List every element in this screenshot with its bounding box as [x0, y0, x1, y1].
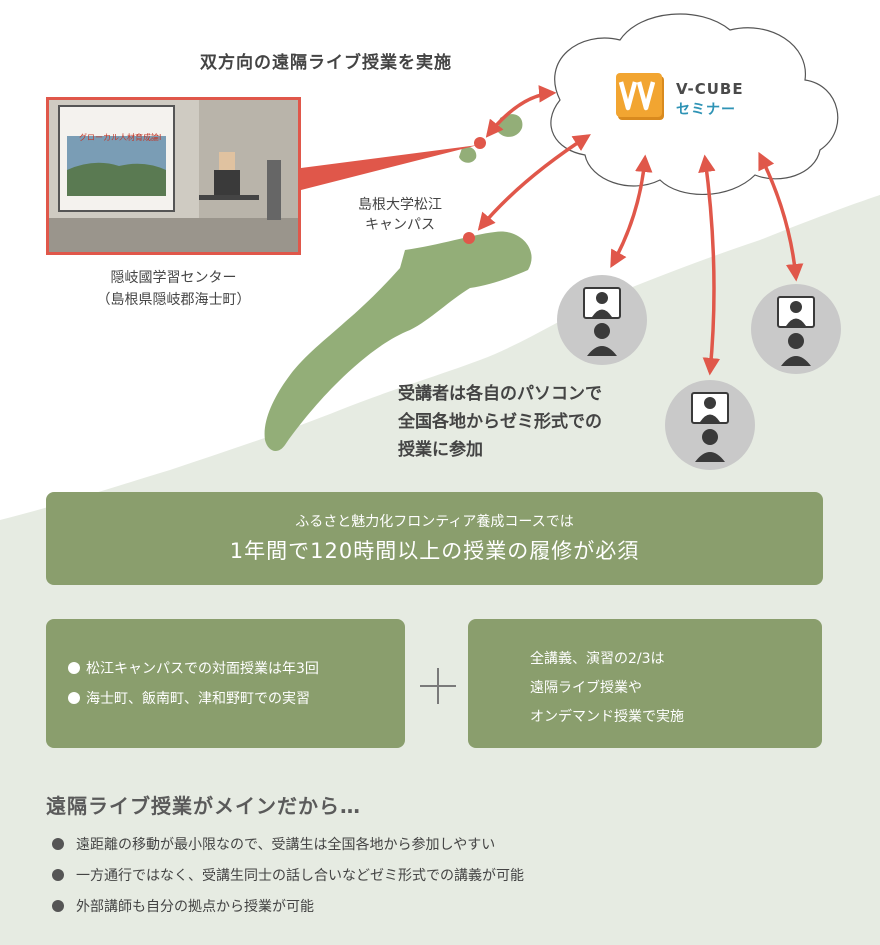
learners-line-2: 全国各地からゼミ形式での — [398, 412, 602, 432]
list-item: 外部講師も自分の拠点から授業が可能 — [52, 890, 852, 921]
bullet-icon — [68, 692, 80, 704]
arrow-learner-2 — [698, 154, 721, 376]
bullet-icon — [52, 868, 64, 881]
classroom-caption-line-1: 隠岐國学習センター — [110, 270, 237, 286]
classroom-caption-line-2: （島根県隠岐郡海士町） — [96, 292, 251, 308]
reason-1: 遠距離の移動が最小限なので、受講生は全国各地から参加しやすい — [76, 836, 496, 853]
service-subtitle: セミナー — [676, 102, 736, 118]
cloud-shape — [550, 13, 839, 196]
reason-3: 外部講師も自分の拠点から授業が可能 — [76, 898, 314, 915]
photo-slide-title: グローカル人材育成論Ⅰ — [79, 133, 162, 142]
bullet-icon — [68, 662, 80, 674]
arrow-matsue-cloud — [477, 134, 591, 231]
photo-connector — [301, 145, 478, 190]
face-to-face-item-2: 海士町、飯南町、津和野町での実習 — [86, 691, 310, 707]
learner-avatar-3 — [751, 284, 841, 374]
reasons-title: 遠隔ライブ授業がメインだから… — [46, 794, 361, 818]
service-name: V-CUBE — [676, 80, 744, 98]
diagram-heading: 双方向の遠隔ライブ授業を実施 — [200, 53, 452, 73]
remote-line-2: 遠隔ライブ授業や — [530, 680, 642, 696]
requirement-banner: ふるさと魅力化フロンティア養成コースでは 1年間で120時間以上の授業の履修が必… — [46, 492, 823, 585]
oki-islands — [459, 114, 523, 163]
matsue-location-dot — [463, 232, 475, 244]
campus-label-line-1: 島根大学松江 — [358, 197, 442, 213]
oki-location-dot — [474, 137, 486, 149]
banner-title: 1年間で120時間以上の授業の履修が必須 — [229, 539, 640, 563]
reason-2: 一方通行ではなく、受講生同士の話し合いなどゼミ形式での講義が可能 — [76, 867, 524, 884]
banner-subtitle: ふるさと魅力化フロンティア養成コースでは — [295, 514, 574, 530]
classroom-photo: グローカル人材育成論Ⅰ — [46, 97, 301, 255]
bullet-icon — [52, 899, 64, 912]
arrow-learner-1 — [610, 154, 653, 269]
list-item: 遠距離の移動が最小限なので、受講生は全国各地から参加しやすい — [52, 828, 852, 859]
bullet-icon — [52, 837, 64, 850]
remote-line-1: 全講義、演習の2/3は — [530, 651, 665, 667]
arrow-oki-cloud — [485, 85, 557, 138]
reasons-list: 遠距離の移動が最小限なので、受講生は全国各地から参加しやすい 一方通行ではなく、… — [52, 828, 852, 921]
campus-label: 島根大学松江 キャンパス — [340, 195, 460, 235]
list-item: 一方通行ではなく、受講生同士の話し合いなどゼミ形式での講義が可能 — [52, 859, 852, 890]
learner-avatar-2 — [665, 380, 755, 470]
list-item: 松江キャンパスでの対面授業は年3回 — [68, 653, 405, 683]
learner-avatar-1 — [557, 275, 647, 365]
vcube-logo-icon — [616, 73, 664, 120]
shimane-map — [264, 231, 532, 452]
learners-line-1: 受講者は各自のパソコンで — [398, 384, 602, 404]
arrow-learner-3 — [758, 151, 804, 282]
classroom-caption: 隠岐國学習センター （島根県隠岐郡海士町） — [66, 267, 281, 311]
face-to-face-box: 松江キャンパスでの対面授業は年3回 海士町、飯南町、津和野町での実習 — [46, 619, 405, 748]
learners-description: 受講者は各自のパソコンで 全国各地からゼミ形式での 授業に参加 — [398, 380, 602, 464]
remote-line-3: オンデマンド授業で実施 — [530, 709, 684, 725]
list-item: 海士町、飯南町、津和野町での実習 — [68, 683, 405, 713]
face-to-face-item-1: 松江キャンパスでの対面授業は年3回 — [86, 661, 319, 677]
learners-line-3: 授業に参加 — [398, 440, 483, 460]
remote-learning-box: 全講義、演習の2/3は 遠隔ライブ授業や オンデマンド授業で実施 — [468, 619, 822, 748]
plus-icon — [420, 668, 456, 704]
campus-label-line-2: キャンパス — [365, 217, 435, 233]
